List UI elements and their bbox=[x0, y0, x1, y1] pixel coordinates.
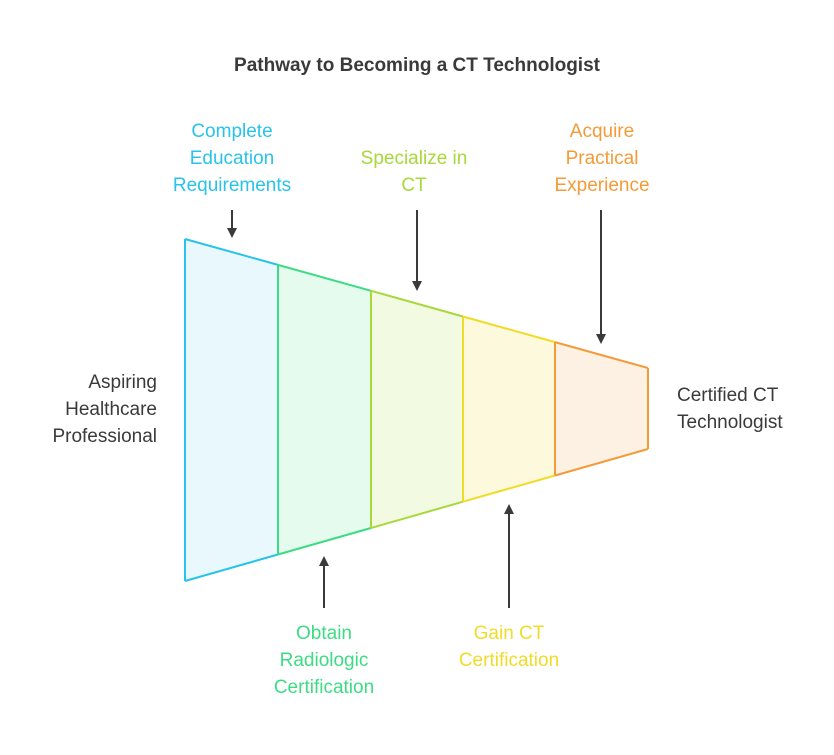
stage-label-line: Education bbox=[189, 148, 275, 169]
funnel-edge-bottom-specialize bbox=[370, 500, 464, 529]
funnel-segment-specialize bbox=[371, 290, 463, 528]
stage-label-line: CT bbox=[401, 175, 427, 196]
stage-label-line: Certification bbox=[273, 677, 375, 698]
funnel-segment-ct-certification bbox=[463, 316, 555, 502]
stage-label-experience: Acquire Practical Experience bbox=[502, 118, 702, 199]
stage-label-line: Practical bbox=[565, 148, 639, 169]
stage-label-line: Experience bbox=[554, 175, 650, 196]
funnel-segment-experience bbox=[555, 342, 648, 476]
stage-label-line: Complete bbox=[191, 121, 273, 142]
arrow-radiologic-icon bbox=[319, 556, 329, 608]
stage-label-line: Acquire bbox=[569, 121, 635, 142]
funnel-edge-top-radiologic bbox=[277, 263, 372, 292]
stage-label-line: Requirements bbox=[172, 175, 292, 196]
stage-label-line: Obtain bbox=[296, 623, 352, 644]
start-label: Aspiring Healthcare Professional bbox=[52, 369, 157, 450]
funnel-edge-top-specialize bbox=[370, 289, 464, 318]
funnel-edge-top-education bbox=[184, 238, 279, 266]
arrow-specialize-icon bbox=[412, 210, 422, 291]
stage-label-line: Certification bbox=[458, 650, 560, 671]
stage-label-line: Gain CT bbox=[473, 623, 545, 644]
funnel-segment-radiologic bbox=[278, 264, 371, 555]
end-label-line: Certified CT bbox=[677, 385, 779, 406]
stage-label-specialize: Specialize in CT bbox=[314, 145, 514, 199]
diagram-title: Pathway to Becoming a CT Technologist bbox=[234, 55, 600, 76]
start-label-line: Professional bbox=[52, 426, 157, 447]
funnel-edge-bottom-education bbox=[184, 553, 279, 582]
funnel-edge-bottom-radiologic bbox=[277, 527, 372, 556]
funnel-edge-bottom-experience bbox=[554, 448, 649, 477]
stage-label-ct-certification: Gain CT Certification bbox=[409, 620, 609, 674]
arrow-experience-icon bbox=[596, 210, 606, 344]
arrow-education-icon bbox=[227, 210, 237, 238]
start-label-line: Healthcare bbox=[65, 399, 157, 420]
funnel-edge-top-ct-certification bbox=[462, 315, 556, 344]
stage-label-radiologic: Obtain Radiologic Certification bbox=[224, 620, 424, 701]
arrow-ct-certification-icon bbox=[504, 504, 514, 608]
stage-label-line: Specialize in bbox=[360, 148, 468, 169]
stage-label-education: Complete Education Requirements bbox=[132, 118, 332, 199]
end-label-line: Technologist bbox=[677, 412, 783, 433]
funnel-segment-education bbox=[185, 239, 278, 581]
start-label-line: Aspiring bbox=[88, 372, 157, 393]
funnel-edge-bottom-ct-certification bbox=[462, 474, 556, 503]
stage-label-line: Radiologic bbox=[279, 650, 369, 671]
funnel-edge-top-experience bbox=[554, 341, 649, 369]
end-label: Certified CT Technologist bbox=[677, 382, 783, 436]
